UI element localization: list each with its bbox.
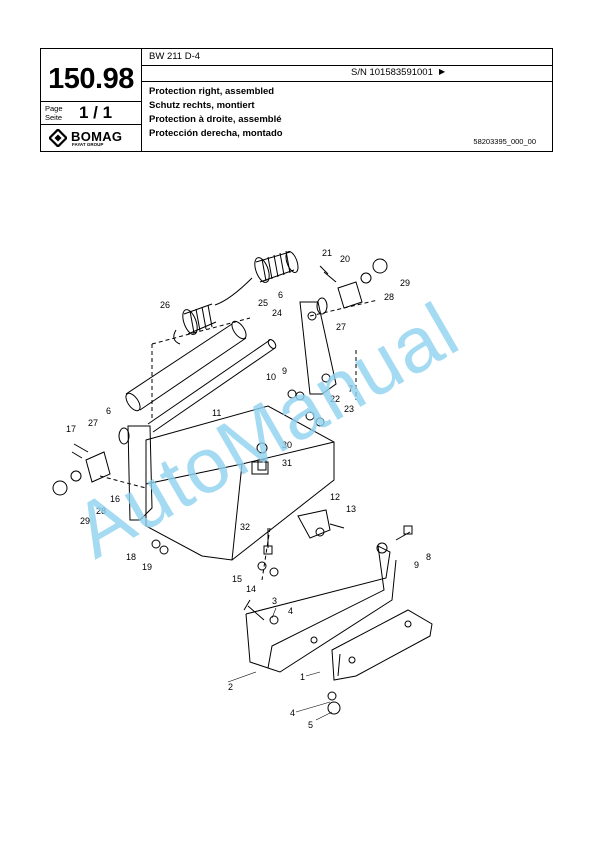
callout-9b: 9 (282, 366, 287, 376)
page-column: 150.98 Page Seite 1 / 1 BOMAG FAYAT GROU… (41, 49, 142, 151)
callout-28b: 28 (96, 506, 106, 516)
callout-5: 5 (308, 720, 313, 730)
callout-23: 23 (344, 404, 354, 414)
exploded-parts-drawing: 1 2 3 4 4 5 6 6 7 8 9 9 10 11 12 13 14 1… (52, 248, 433, 730)
cover-part (145, 405, 335, 561)
page-label-en: Page (45, 104, 63, 113)
callout-24: 24 (272, 308, 282, 318)
brand-sub: FAYAT GROUP (72, 142, 104, 147)
title-fr: Protection à droite, assemblé (149, 114, 282, 125)
pin-part (147, 339, 277, 433)
callout-2: 2 (228, 682, 233, 692)
callout-labels: 1 2 3 4 4 5 6 6 7 8 9 9 10 11 12 13 14 1… (66, 248, 431, 730)
model-name: BW 211 D-4 (149, 51, 201, 62)
page-label-de: Seite (45, 113, 63, 122)
callout-8: 8 (426, 552, 431, 562)
callout-6: 6 (278, 290, 283, 300)
model-row: BW 211 D-4 (141, 49, 552, 66)
callout-13: 13 (346, 504, 356, 514)
callout-31: 31 (282, 458, 292, 468)
callout-25: 25 (258, 298, 268, 308)
callout-27: 27 (336, 322, 346, 332)
callout-15: 15 (232, 574, 242, 584)
callout-17: 17 (66, 424, 76, 434)
title-en: Protection right, assembled (149, 86, 275, 97)
callout-29: 29 (400, 278, 410, 288)
callout-12: 12 (330, 492, 340, 502)
callout-10: 10 (266, 372, 276, 382)
callout-4: 4 (288, 606, 293, 616)
assembly-lines (99, 299, 379, 581)
play-arrow-icon: ▶ (439, 67, 446, 76)
brand-name: BOMAG (71, 129, 123, 144)
callout-26: 26 (160, 300, 170, 310)
title-es: Protección derecha, montado (149, 128, 283, 139)
callout-18: 18 (126, 552, 136, 562)
callout-1: 1 (300, 672, 305, 682)
callout-20: 20 (340, 254, 350, 264)
frame-part (245, 542, 397, 673)
callout-11: 11 (212, 408, 221, 418)
callout-16: 16 (110, 494, 120, 504)
callout-30: 30 (282, 440, 292, 450)
callout-28: 28 (384, 292, 394, 302)
callout-14: 14 (246, 584, 256, 594)
title-list: Protection right, assembled Schutz recht… (149, 85, 283, 141)
document-number: 58203395_000_00 (473, 137, 536, 146)
rod-part (125, 320, 247, 412)
bracket-right-part (299, 297, 337, 395)
page-row: Page Seite 1 / 1 (41, 101, 141, 125)
bomag-diamond-icon (49, 129, 67, 147)
callout-7: 7 (348, 384, 353, 394)
clip-left-part (52, 451, 111, 496)
serial-row: S/N 101583591001 ▶ (141, 65, 552, 82)
hinge-part (297, 509, 345, 539)
callout-6b: 6 (106, 406, 111, 416)
serial-number: S/N 101583591001 (351, 67, 433, 78)
page-number: 150.98 (48, 63, 134, 95)
page-value: 1 / 1 (79, 103, 113, 122)
title-block: 150.98 Page Seite 1 / 1 BOMAG FAYAT GROU… (40, 48, 553, 152)
callout-19: 19 (142, 562, 152, 572)
callout-22: 22 (330, 394, 340, 404)
title-de: Schutz rechts, montiert (149, 100, 255, 111)
leader-lines (227, 607, 333, 721)
callout-32: 32 (240, 522, 250, 532)
plate-part (331, 609, 433, 681)
callout-9: 9 (414, 560, 419, 570)
callout-29b: 29 (80, 516, 90, 526)
callout-3: 3 (272, 596, 277, 606)
callout-27b: 27 (88, 418, 98, 428)
watermark-text: AutoManual (60, 285, 473, 574)
page-label: Page Seite (45, 104, 63, 122)
clip-right-part (323, 258, 388, 309)
spring-part (173, 250, 299, 345)
callout-21: 21 (322, 248, 332, 258)
callout-4b: 4 (290, 708, 295, 718)
bracket-left-part (118, 425, 153, 521)
